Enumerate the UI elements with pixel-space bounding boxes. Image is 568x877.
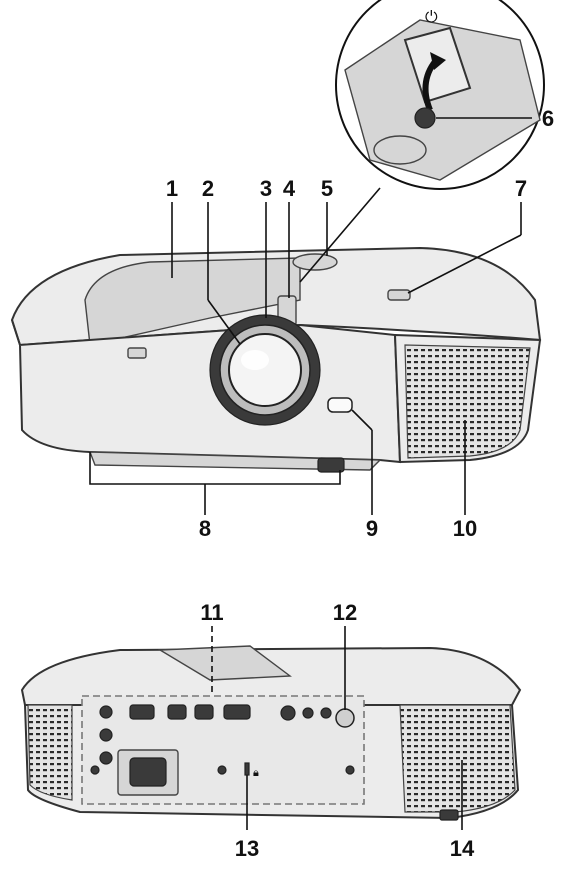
callout-10: 10 [453, 516, 477, 541]
connector-port [99, 705, 113, 719]
rear-vent-left [27, 704, 73, 801]
callout-8: 8 [199, 516, 211, 541]
kensington-lock-icon: 🔒︎ [253, 766, 259, 779]
callout-6: 6 [542, 106, 554, 131]
security-slot [244, 762, 250, 776]
callout-12: 12 [333, 600, 357, 625]
ac-inlet [129, 757, 167, 787]
leader-9 [351, 409, 373, 431]
lens-highlight [241, 350, 269, 370]
rear-vent-right [399, 704, 516, 813]
projection-lens [228, 333, 302, 407]
inset-lens-socket [373, 135, 427, 165]
projector-rear-view: 🔒︎ [20, 645, 522, 821]
leader-2b [207, 299, 241, 345]
callout-9: 9 [366, 516, 378, 541]
callout-13: 13 [235, 836, 259, 861]
rear-foot [439, 809, 459, 821]
power-indicator-icon: ⏻ [425, 7, 438, 26]
projector-front-body [11, 319, 402, 464]
exhaust-vent [404, 344, 531, 459]
connector-port [129, 704, 155, 720]
leader-7b [407, 234, 522, 294]
open-arrow-head [430, 52, 446, 70]
connector-port [320, 707, 332, 719]
connector-port [223, 704, 251, 720]
bottom-plate [88, 451, 382, 471]
rear-remote-sensor [335, 708, 355, 728]
remote-sensor [327, 397, 353, 413]
callout-1: 1 [166, 176, 178, 201]
connector-port [302, 707, 314, 719]
screw [217, 765, 227, 775]
connector-port [194, 704, 214, 720]
connector-port [99, 728, 113, 742]
callout-5: 5 [321, 176, 333, 201]
callout-2: 2 [202, 176, 214, 201]
rear-top-ridge [157, 645, 292, 681]
lamp-cover-latch [127, 347, 147, 359]
connector-port [167, 704, 187, 720]
inset-leader-line [299, 187, 381, 283]
lens-shift-adjuster [414, 107, 436, 129]
adjustable-foot-left [317, 457, 345, 473]
control-panel [292, 253, 338, 271]
callout-7: 7 [515, 176, 527, 201]
callout-14: 14 [450, 836, 475, 861]
leader-8-bracket [89, 452, 341, 485]
callout-3: 3 [260, 176, 272, 201]
indicators [387, 289, 411, 301]
callout-4: 4 [283, 176, 296, 201]
lens-shift-inset: ⏻ [299, 0, 545, 283]
projector-front-view [10, 246, 542, 473]
callout-11: 11 [200, 600, 223, 625]
connector-port [280, 705, 296, 721]
screw [90, 765, 100, 775]
leader-lines [89, 117, 532, 830]
screw [345, 765, 355, 775]
callout-labels: 1 2 3 4 5 6 7 8 9 10 11 12 13 14 [166, 106, 554, 861]
connector-port [99, 751, 113, 765]
